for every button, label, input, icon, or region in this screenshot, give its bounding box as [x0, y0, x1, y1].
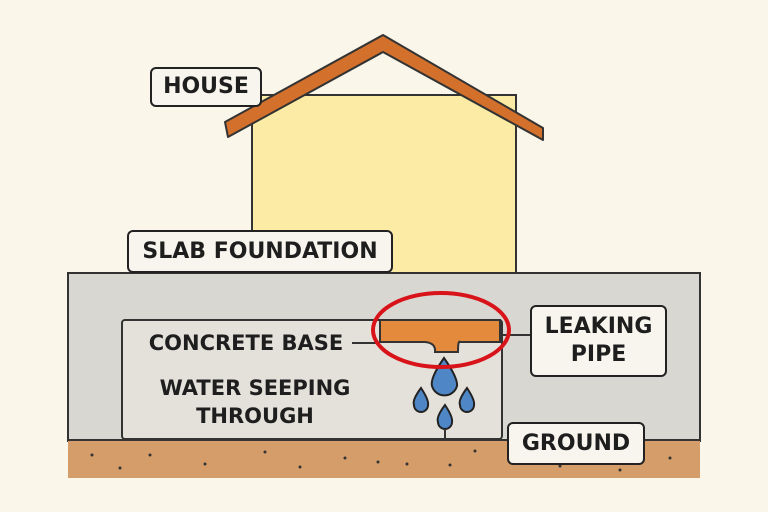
- house-label-text: HOUSE: [163, 74, 249, 99]
- ground-label-text: GROUND: [521, 430, 631, 456]
- house-roof: [224, 34, 544, 141]
- pipe: [379, 319, 501, 353]
- leak-highlight-circle: [371, 291, 511, 369]
- leaking-pipe-line1: LEAKING: [544, 314, 653, 339]
- leaking-pipe-line2: PIPE: [570, 342, 627, 367]
- house-label: HOUSE: [150, 67, 262, 107]
- water-seeping-line2: THROUGH: [196, 404, 314, 428]
- ground-label: GROUND: [507, 422, 645, 465]
- soil-specks: [90, 449, 672, 472]
- concrete-base-label: CONCRETE BASE: [148, 331, 344, 355]
- water-seeping-label: WATER SEEPING THROUGH: [140, 374, 370, 430]
- slab-foundation-label: SLAB FOUNDATION: [127, 230, 393, 273]
- slab-foundation-label-text: SLAB FOUNDATION: [142, 238, 378, 264]
- water-seeping-line1: WATER SEEPING: [159, 376, 351, 400]
- leaking-pipe-label: LEAKING PIPE: [530, 305, 667, 377]
